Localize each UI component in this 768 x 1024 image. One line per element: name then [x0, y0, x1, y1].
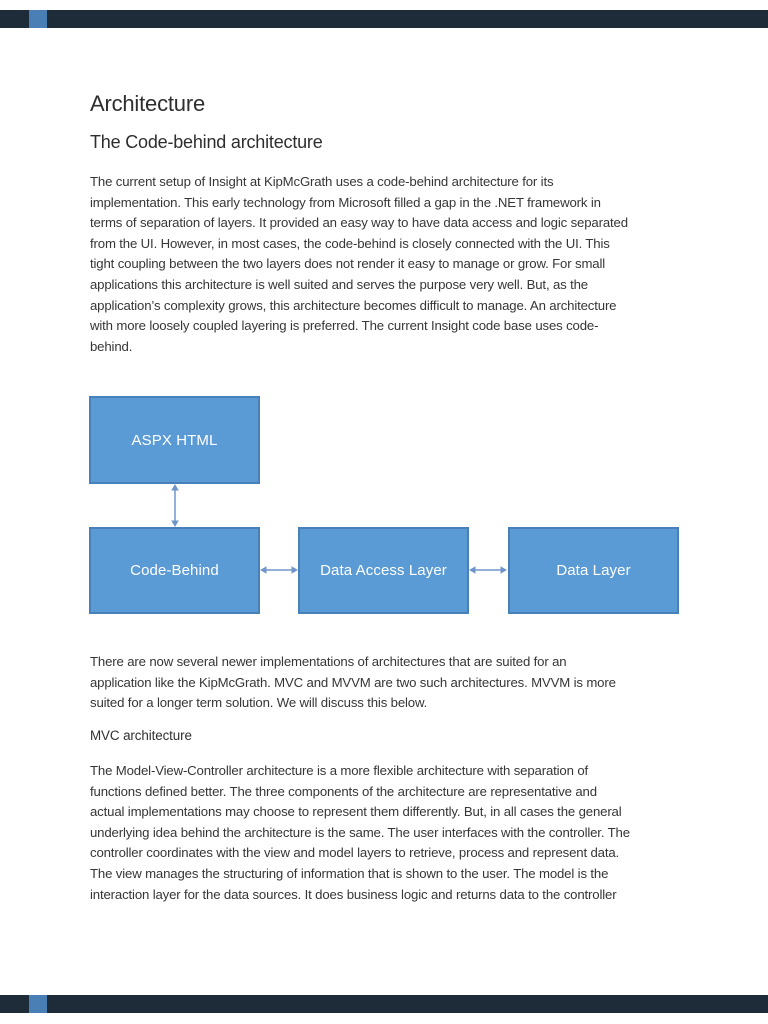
page-title: Architecture — [90, 91, 205, 116]
body-paragraph-1: The current setup of Insight at KipMcGra… — [90, 174, 628, 354]
adjacent-page-peek-bottom — [29, 995, 47, 1013]
page-divider-top — [0, 10, 768, 28]
body-paragraph-2: There are now several newer implementati… — [90, 654, 616, 711]
double-arrow-vertical-icon — [171, 484, 179, 527]
section-heading-mvc: MVC architecture — [90, 728, 192, 743]
diagram-box-label: Code-Behind — [130, 562, 219, 579]
diagram-box-label: Data Access Layer — [320, 562, 447, 579]
diagram-box-data-access-layer: Data Access Layer — [298, 527, 469, 614]
diagram-box-code-behind: Code-Behind — [89, 527, 260, 614]
section-heading-code-behind: The Code-behind architecture — [90, 132, 323, 152]
double-arrow-horizontal-icon — [469, 566, 507, 574]
page-divider-bottom — [0, 995, 768, 1013]
double-arrow-horizontal-icon — [260, 566, 298, 574]
body-paragraph-3: The Model-View-Controller architecture i… — [90, 763, 630, 902]
diagram-box-data-layer: Data Layer — [508, 527, 679, 614]
diagram-box-aspx-html: ASPX HTML — [89, 396, 260, 484]
diagram-box-label: Data Layer — [556, 562, 631, 579]
diagram-box-label: ASPX HTML — [131, 431, 218, 449]
adjacent-page-peek-top — [29, 10, 47, 28]
